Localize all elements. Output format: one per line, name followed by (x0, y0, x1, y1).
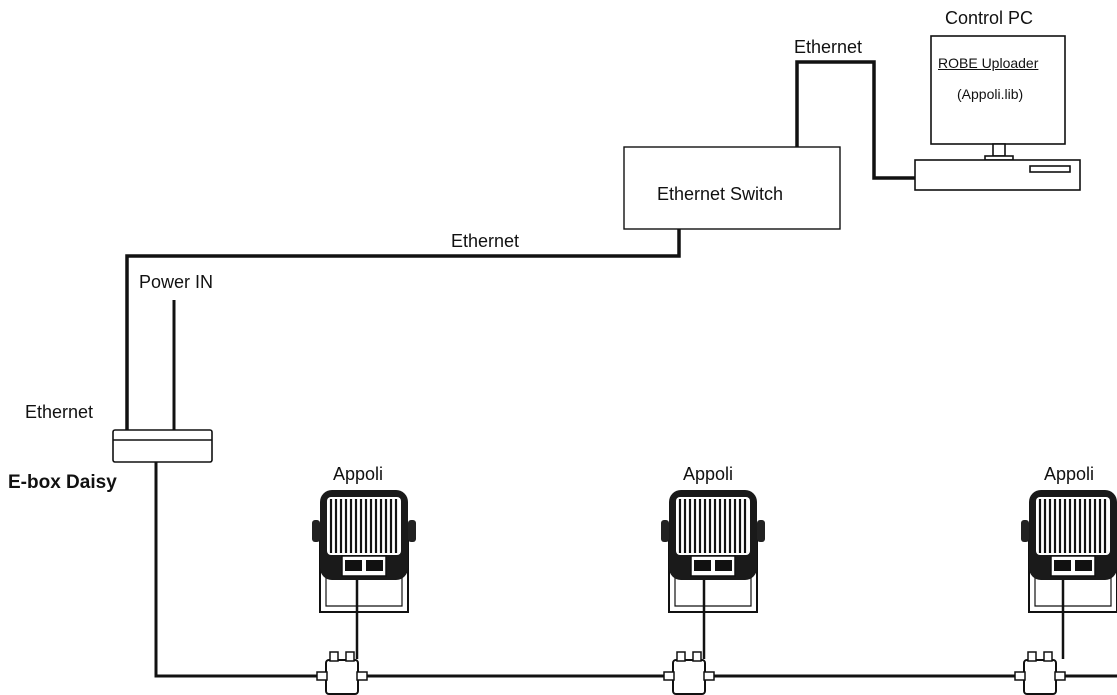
daisy-chain-cable (154, 462, 318, 678)
ethernet-ebox-label: Ethernet (25, 402, 94, 422)
control-pc-monitor (930, 35, 1066, 161)
fixture-1-label: Appoli (333, 464, 384, 484)
ethernet-switch-box (623, 146, 841, 230)
cable-switch-to-pc (795, 60, 915, 180)
robe-uploader-label: ROBE Uploader (938, 55, 1039, 71)
junction-box-2-icon (663, 651, 715, 695)
fixture-2-icon (659, 488, 767, 614)
ebox-daisy-label: E-box Daisy (8, 472, 117, 493)
junction-box-3-icon (1014, 651, 1066, 695)
fixture-3-label: Appoli (1044, 464, 1095, 484)
control-pc-label: Control PC (945, 8, 1034, 28)
ethernet-pc-label: Ethernet (794, 37, 863, 57)
ethernet-main-label: Ethernet (451, 231, 520, 251)
appoli-lib-label: (Appoli.lib) (957, 86, 1024, 102)
power-in-label: Power IN (139, 272, 214, 292)
fixture-2-label: Appoli (683, 464, 734, 484)
control-pc-base (914, 159, 1081, 191)
ethernet-switch-label: Ethernet Switch (657, 184, 784, 204)
ebox-daisy-device (112, 429, 213, 463)
fixture-1-icon (310, 488, 418, 614)
fixture-3-icon (1019, 488, 1117, 614)
cable-switch-to-ebox (125, 229, 681, 430)
junction-box-1-icon (316, 651, 368, 695)
